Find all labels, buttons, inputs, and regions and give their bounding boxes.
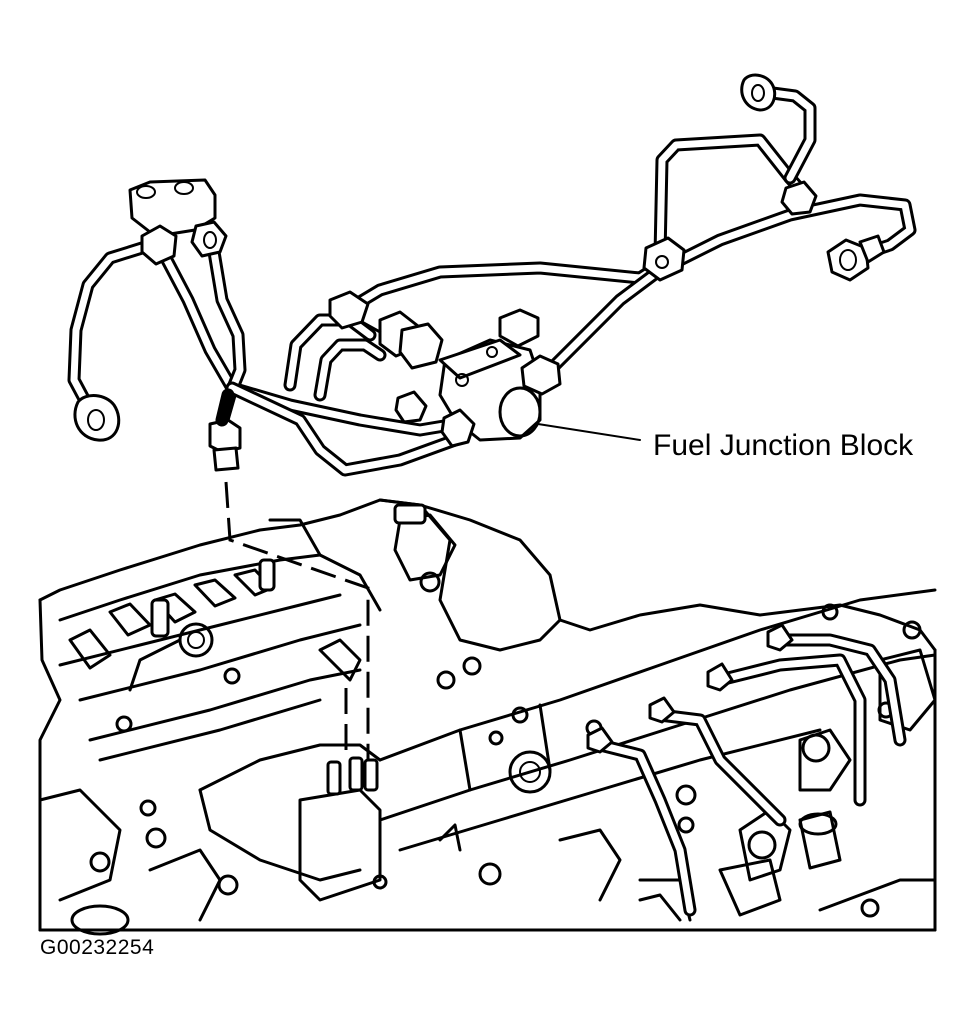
figure-id: G00232254: [40, 936, 155, 959]
engine-connector-fitting: [208, 388, 242, 472]
engine-injector-lines: [586, 623, 907, 922]
callout-leader: [537, 423, 641, 441]
fuel-line-assembly: [67, 73, 917, 477]
engine-block-drawing: [38, 498, 937, 936]
alignment-lines: [224, 481, 370, 760]
fuel-junction-block: [328, 290, 562, 448]
callout-label: Fuel Junction Block: [653, 429, 914, 462]
left-mounting-block: [128, 178, 228, 266]
